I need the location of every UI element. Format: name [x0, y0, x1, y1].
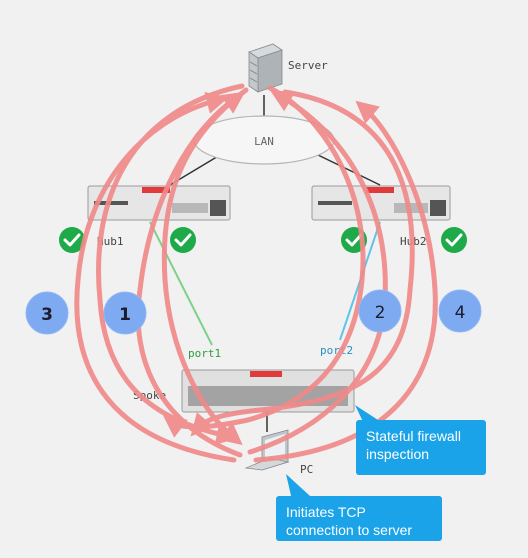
traffic-paths: [74, 83, 438, 463]
step-circle-4: 4: [438, 289, 482, 333]
flow-path-1-return: [161, 87, 249, 446]
checkmark-icon: [170, 227, 196, 253]
checkmark-icon: [59, 227, 85, 253]
svg-text:1: 1: [119, 305, 131, 325]
flow-path-3-return: [96, 83, 245, 445]
flow-path-2-return: [162, 85, 366, 438]
initiates-tcp-callout: Initiates TCP connection to server: [276, 496, 442, 541]
lan-label: LAN: [254, 135, 274, 148]
initiates-callout-pointer: [286, 474, 310, 500]
stateful-inspection-text: Stateful firewall inspection: [366, 428, 461, 462]
port1-link: [149, 221, 213, 346]
hub1-label: Hub1: [97, 235, 124, 248]
svg-text:3: 3: [41, 305, 53, 325]
checkmark-icon: [441, 227, 467, 253]
server-label: Server: [288, 59, 328, 72]
step-circle-3: 3: [25, 291, 69, 335]
stateful-inspection-callout: Stateful firewall inspection: [356, 420, 486, 475]
step-circle-2: 2: [358, 289, 402, 333]
flow-path-4: [253, 100, 438, 463]
lan-hub2-link: [317, 154, 381, 186]
pc-label: PC: [300, 463, 313, 476]
port1-label: port1: [188, 347, 221, 360]
svg-text:2: 2: [375, 303, 386, 323]
step-circle-1: 1: [103, 291, 147, 335]
flow-path-4-return: [190, 89, 415, 437]
server-icon: [248, 43, 283, 93]
svg-text:4: 4: [455, 303, 466, 323]
initiates-tcp-text: Initiates TCP connection to server: [286, 504, 413, 538]
hub2-device: [311, 185, 451, 221]
